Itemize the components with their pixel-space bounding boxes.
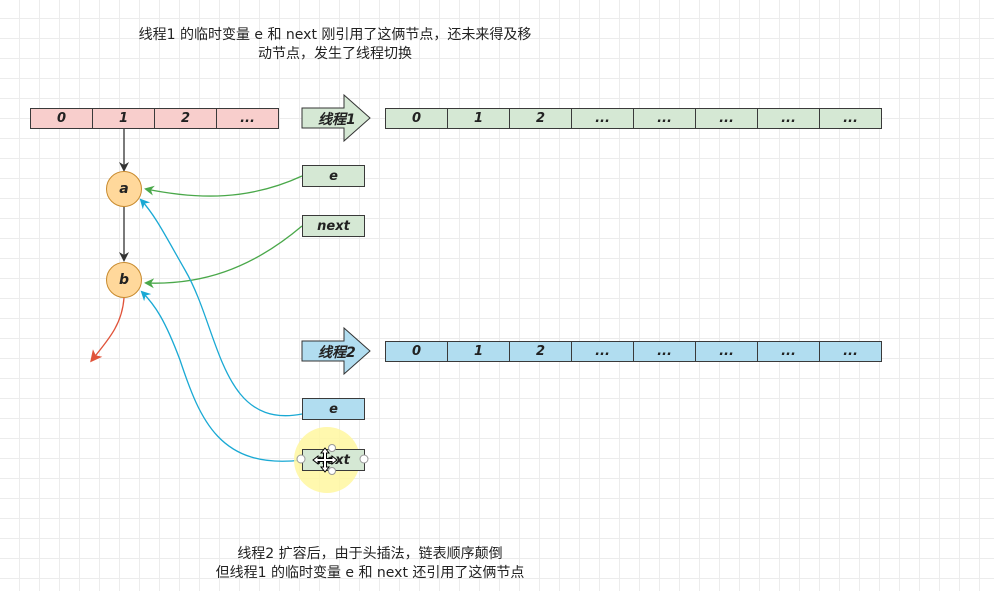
thread1-slot-2: 2 [509, 108, 572, 129]
thread2-var-e: e [302, 398, 365, 420]
thread2-slot-7: ... [819, 341, 882, 362]
thread1-var-next: next [302, 215, 365, 237]
original-slot-3: ... [216, 108, 279, 129]
thread1-slot-5: ... [695, 108, 758, 129]
thread1-slot-7: ... [819, 108, 882, 129]
thread1-block-arrow [301, 93, 371, 143]
caption-bottom: 线程2 扩容后，由于头插法，链表顺序颠倒 但线程1 的临时变量 e 和 next… [170, 545, 570, 583]
original-slot-1: 1 [92, 108, 155, 129]
thread1-slot-3: ... [571, 108, 634, 129]
caption-top-line2: 动节点，发生了线程切换 [258, 46, 412, 62]
caption-top: 线程1 的临时变量 e 和 next 刚引用了这俩节点，还未来得及移 动节点，发… [90, 26, 580, 64]
node-b: b [106, 262, 142, 298]
original-array: 0 1 2 ... [30, 108, 279, 129]
thread1-slot-6: ... [757, 108, 820, 129]
node-a: a [106, 171, 142, 207]
caption-bottom-line1: 线程2 扩容后，由于头插法，链表顺序颠倒 [237, 546, 503, 562]
thread1-slot-4: ... [633, 108, 696, 129]
thread2-label: 线程2 [318, 345, 356, 361]
thread2-block-arrow [301, 326, 371, 376]
arrow-thread1-e-to-a [144, 175, 303, 197]
arrow-thread2-e-to-a [139, 198, 303, 417]
thread1-var-e: e [302, 165, 365, 187]
thread2-slot-2: 2 [509, 341, 572, 362]
caption-top-line1: 线程1 的临时变量 e 和 next 刚引用了这俩节点，还未来得及移 [138, 27, 532, 43]
thread1-slot-1: 1 [447, 108, 510, 129]
thread2-slot-3: ... [571, 341, 634, 362]
arrow-thread1-next-to-b [144, 225, 303, 289]
arrow-thread2-next-to-b [140, 290, 303, 462]
thread2-array: 0 1 2 ... ... ... ... ... [385, 341, 882, 362]
thread2-slot-4: ... [633, 341, 696, 362]
thread1-array: 0 1 2 ... ... ... ... ... [385, 108, 882, 129]
caption-bottom-line2: 但线程1 的临时变量 e 和 next 还引用了这俩节点 [215, 565, 525, 581]
thread1-label: 线程1 [318, 112, 356, 128]
original-slot-0: 0 [30, 108, 93, 129]
thread1-slot-0: 0 [385, 108, 448, 129]
thread2-slot-6: ... [757, 341, 820, 362]
thread2-slot-1: 1 [447, 341, 510, 362]
thread2-slot-0: 0 [385, 341, 448, 362]
thread2-slot-5: ... [695, 341, 758, 362]
original-slot-2: 2 [154, 108, 217, 129]
arrow-b-red [90, 297, 125, 363]
thread2-var-next[interactable]: next [302, 449, 365, 471]
